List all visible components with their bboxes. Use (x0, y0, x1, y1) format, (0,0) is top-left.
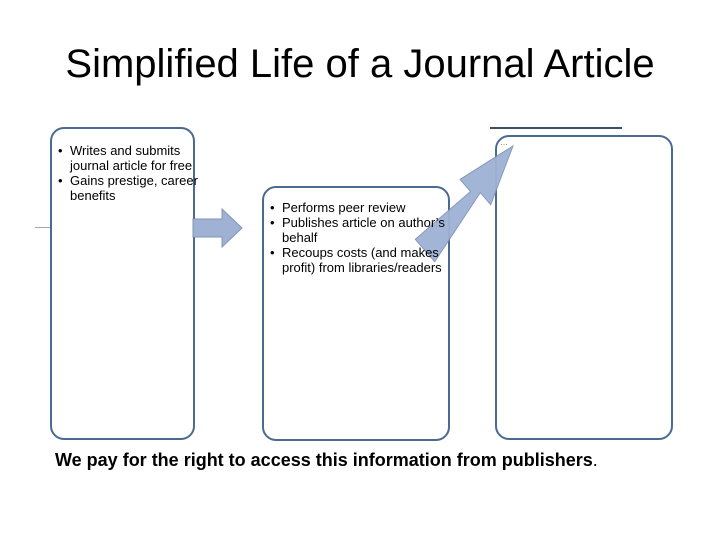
reader-box-label: … (500, 138, 508, 147)
caption-text: We pay for the right to access this info… (55, 450, 593, 470)
publisher-bullet-item: Publishes article on author’s behalf (270, 215, 445, 245)
caption: We pay for the right to access this info… (55, 450, 695, 471)
publisher-bullet-list: Performs peer review Publishes article o… (270, 200, 445, 275)
arrow-author-to-publisher-icon (192, 207, 243, 249)
reader-box (495, 135, 673, 440)
publisher-bullet-item: Recoups costs (and makes profit) from li… (270, 245, 445, 275)
connector-line-top-right (490, 127, 622, 129)
author-bullet-item: Writes and submits journal article for f… (58, 143, 198, 173)
slide-title: Simplified Life of a Journal Article (65, 42, 655, 86)
author-bullet-item: Gains prestige, career benefits (58, 173, 198, 203)
author-bullet-list: Writes and submits journal article for f… (58, 143, 198, 203)
publisher-bullet-item: Performs peer review (270, 200, 445, 215)
caption-period: . (592, 450, 598, 470)
